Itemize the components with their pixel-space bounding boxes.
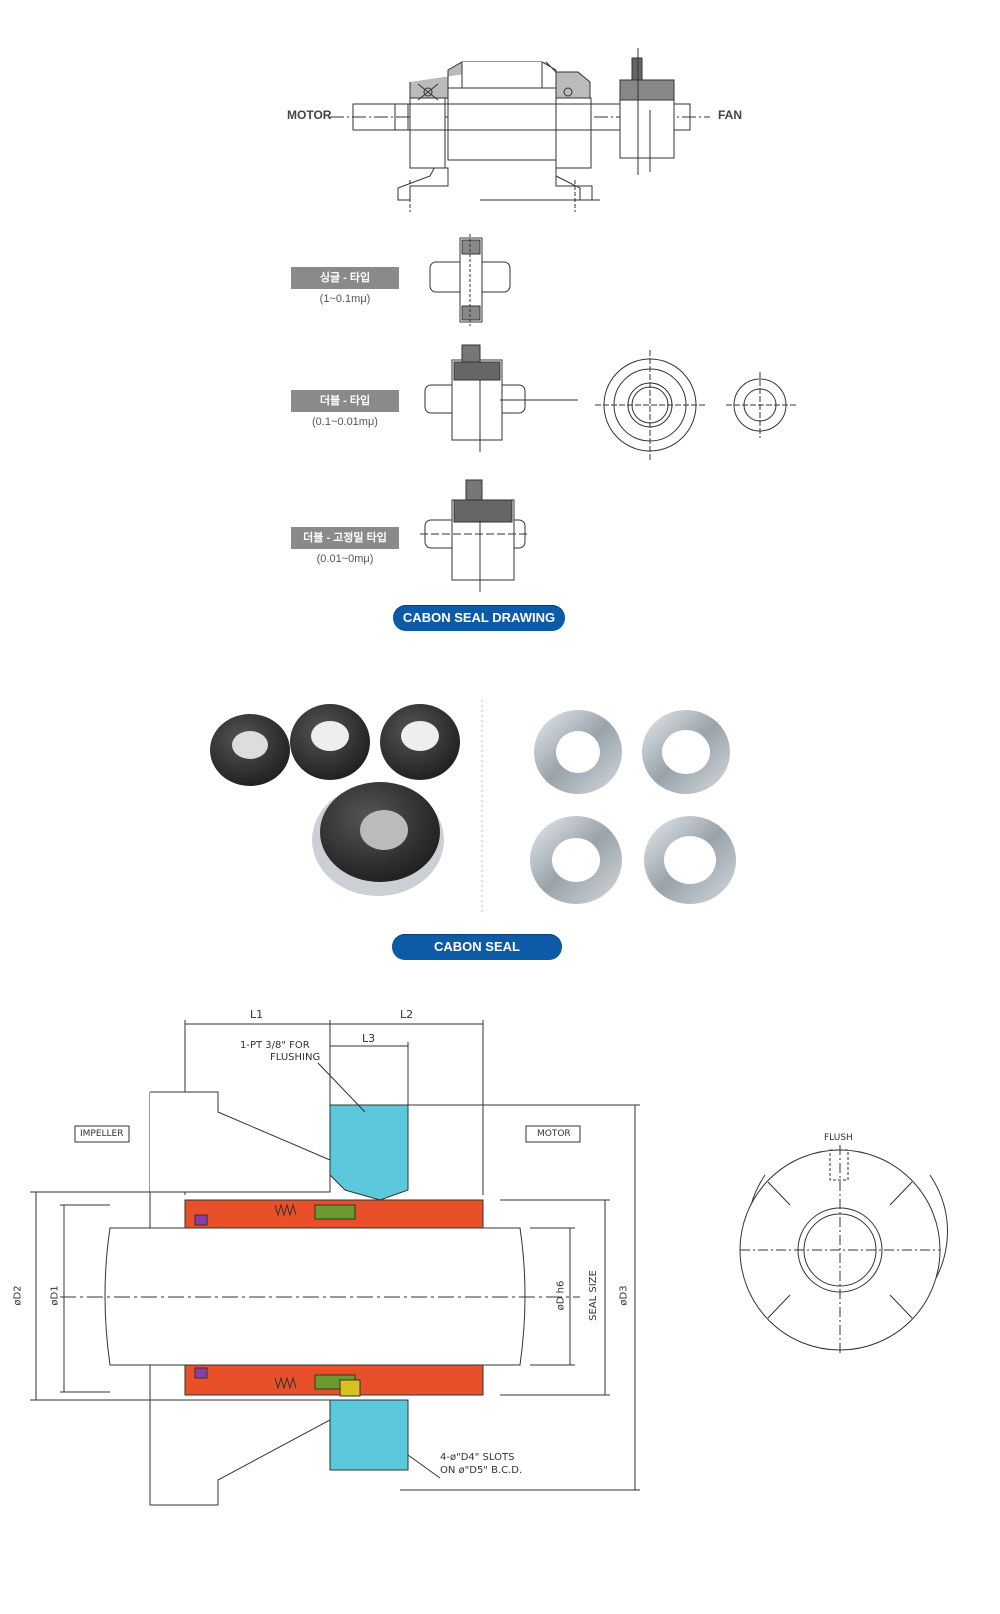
type-tag-single: 싱글 - 타입 <box>291 267 399 289</box>
dim-d1: øD1 <box>49 1285 61 1306</box>
flush-note-1: 1-PT 3/8" FOR <box>240 1040 310 1051</box>
type-range-single: (1~0.1mμ) <box>319 293 371 305</box>
slots-note-2: ON ø"D5" B.C.D. <box>440 1465 523 1476</box>
motor-label: MOTOR <box>287 108 332 122</box>
seal-section-drawing <box>30 1020 948 1506</box>
cabon-seal-drawing-button[interactable]: CABON SEAL DRAWING <box>393 605 565 631</box>
dim-l1: L1 <box>250 1008 264 1021</box>
dim-d2: øD2 <box>12 1285 24 1306</box>
seal-type-drawings <box>420 234 796 592</box>
type-range-double: (0.1~0.01mμ) <box>312 416 378 428</box>
flush-label: FLUSH <box>824 1133 853 1143</box>
fan-label: FAN <box>718 108 742 122</box>
impeller-label: IMPELLER <box>80 1129 124 1139</box>
fan-assembly-drawing <box>330 48 710 212</box>
cabon-seal-button[interactable]: CABON SEAL <box>392 934 562 960</box>
motor-side-label: MOTOR <box>537 1129 571 1139</box>
dim-l3: L3 <box>362 1032 376 1045</box>
dim-dh6: øD h6 <box>555 1280 567 1311</box>
type-range-double-precision: (0.01~0mμ) <box>316 553 374 565</box>
type-tag-double: 더블 - 타입 <box>291 390 399 412</box>
slots-note-1: 4-ø"D4" SLOTS <box>440 1452 515 1463</box>
flush-note-2: FLUSHING <box>270 1052 321 1063</box>
type-tag-double-precision: 더블 - 고정밀 타입 <box>291 527 399 549</box>
dim-seal-size: SEAL SIZE <box>587 1270 599 1321</box>
dim-d3: øD3 <box>618 1285 630 1306</box>
dim-l2: L2 <box>400 1008 414 1021</box>
cabon-seal-photos <box>210 700 736 915</box>
